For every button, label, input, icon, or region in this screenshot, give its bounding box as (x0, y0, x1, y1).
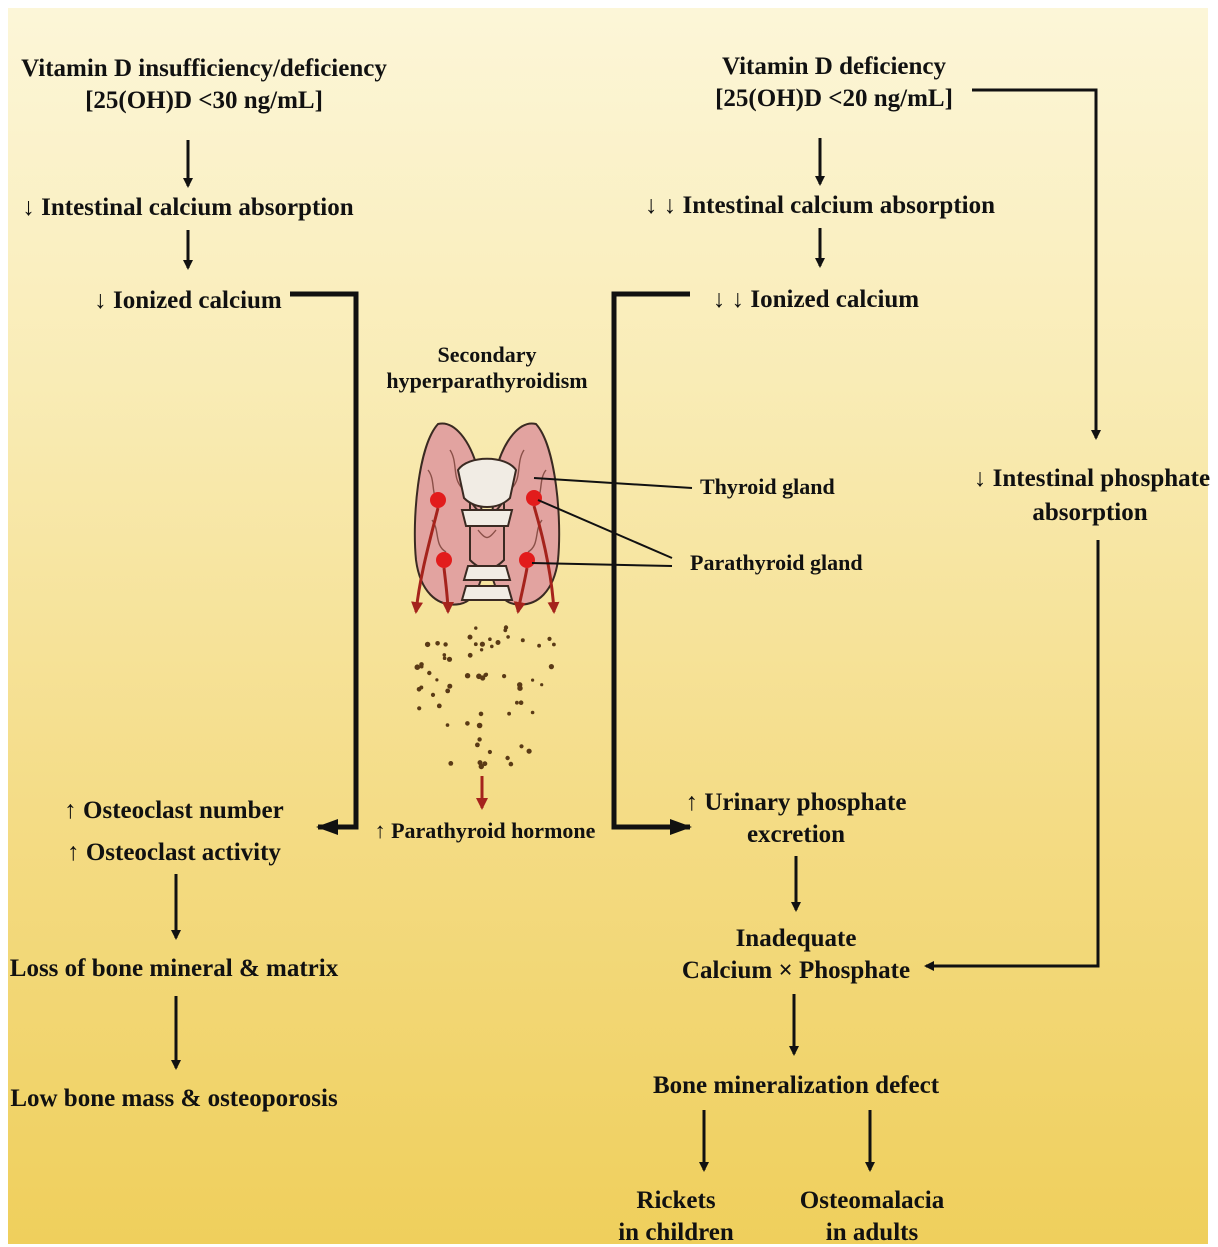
left-ionized-calcium: ↓ Ionized calcium (94, 287, 282, 314)
left-osteoclast-number: ↑ Osteoclast number (64, 797, 283, 824)
right-title-line2: [25(OH)D <20 ng/mL] (715, 85, 953, 112)
hormone-particle (435, 641, 440, 646)
hormone-particle (417, 706, 421, 710)
hormone-particle (443, 653, 447, 657)
hormone-particle (547, 637, 551, 641)
hormone-particle (531, 679, 534, 682)
hormone-particle (519, 700, 524, 705)
hormone-particle (443, 656, 447, 660)
hormone-particle (490, 645, 494, 649)
hormone-particle (506, 635, 510, 639)
hormone-particle (521, 638, 525, 642)
urinary-phosphate-line2: excretion (747, 821, 845, 848)
right-calcium-absorption: ↓ ↓ Intestinal calcium absorption (645, 192, 995, 219)
hormone-particle (431, 693, 435, 697)
hormone-particle (468, 635, 473, 640)
rickets-line2: in children (618, 1219, 734, 1246)
left-osteoporosis: Low bone mass & osteoporosis (10, 1085, 338, 1112)
phosphate-to-product-connector (926, 540, 1098, 966)
parathyroid-upper-left (430, 492, 446, 508)
center-title-line1: Secondary (438, 342, 537, 367)
hormone-particle (475, 743, 480, 748)
parathyroid-lower-right (519, 552, 535, 568)
phosphate-absorption-line2: absorption (1032, 499, 1147, 526)
hormone-particle (531, 711, 535, 715)
deficiency-to-phosphate-connector (972, 90, 1096, 438)
hormone-particle (437, 704, 442, 709)
left-calcium-to-osteoclast-connector (290, 294, 356, 827)
hormone-particle (448, 761, 453, 766)
hormone-particle (474, 642, 478, 646)
parathyroid-hormone-particles (415, 625, 556, 769)
thyroid-illustration (415, 423, 559, 612)
hormone-particle (505, 756, 509, 760)
hormone-particle (465, 721, 470, 726)
hormone-particle (502, 674, 506, 678)
hormone-particle (443, 642, 447, 646)
urinary-phosphate-line1: ↑ Urinary phosphate (686, 789, 907, 816)
hormone-particle (519, 744, 523, 748)
product-line1: Inadequate (736, 925, 857, 952)
thyroid-cartilage (458, 459, 516, 507)
osteomalacia-line2: in adults (826, 1219, 919, 1246)
hormone-particle (488, 637, 492, 641)
hormone-particle (503, 628, 507, 632)
parathyroid-hormone-label: ↑ Parathyroid hormone (375, 818, 596, 843)
hormone-particle (415, 664, 421, 670)
hormone-particle (480, 642, 485, 647)
hormone-particle (447, 684, 452, 689)
hormone-particle (427, 671, 431, 675)
right-ionized-calcium: ↓ ↓ Ionized calcium (713, 286, 919, 313)
hormone-particle (420, 665, 424, 669)
hormone-particle (425, 642, 430, 647)
hormone-particle (483, 673, 487, 677)
hormone-particle (477, 723, 483, 729)
hormone-particle (509, 762, 514, 767)
hormone-particle (507, 712, 511, 716)
parathyroid-lower-left (436, 552, 452, 568)
cricoid-cartilage (462, 510, 512, 526)
center-title-line2: hyperparathyroidism (386, 368, 587, 393)
hormone-particle (517, 686, 522, 691)
hormone-particle (479, 712, 484, 717)
hormone-particle (447, 657, 452, 662)
hormone-particle (540, 683, 543, 686)
parathyroid-gland-label: Parathyroid gland (690, 550, 863, 575)
hormone-particle (468, 653, 473, 658)
hormone-particle (435, 678, 438, 681)
hormone-particle (474, 626, 477, 629)
left-bone-loss: Loss of bone mineral & matrix (10, 955, 339, 982)
rickets-line1: Rickets (636, 1187, 715, 1214)
right-calcium-to-urinary-connector (614, 294, 690, 827)
hormone-particle (478, 760, 483, 765)
hormone-particle (496, 640, 501, 645)
left-title-line2: [25(OH)D <30 ng/mL] (85, 87, 323, 114)
parathyroid-upper-right (526, 490, 542, 506)
left-title-line1: Vitamin D insufficiency/deficiency (21, 55, 387, 82)
hormone-particle (465, 673, 470, 678)
thyroid-gland-label: Thyroid gland (700, 474, 835, 499)
hormone-particle (537, 644, 541, 648)
product-line2: Calcium × Phosphate (682, 957, 910, 984)
hormone-particle (515, 701, 519, 705)
hormone-particle (417, 687, 422, 692)
hormone-particle (527, 749, 532, 754)
left-calcium-absorption: ↓ Intestinal calcium absorption (22, 194, 353, 221)
left-osteoclast-activity: ↑ Osteoclast activity (67, 839, 281, 866)
hormone-particle (549, 664, 554, 669)
phosphate-absorption-line1: ↓ Intestinal phosphate (974, 465, 1210, 492)
hormone-particle (480, 648, 483, 651)
hormone-particle (488, 750, 492, 754)
right-title-line1: Vitamin D deficiency (722, 53, 947, 80)
mineralization-defect: Bone mineralization defect (653, 1072, 940, 1099)
hormone-particle (445, 689, 450, 694)
hormone-particle (446, 723, 450, 727)
hormone-particle (477, 737, 481, 741)
hormone-particle (552, 643, 556, 647)
osteomalacia-line1: Osteomalacia (800, 1187, 945, 1214)
